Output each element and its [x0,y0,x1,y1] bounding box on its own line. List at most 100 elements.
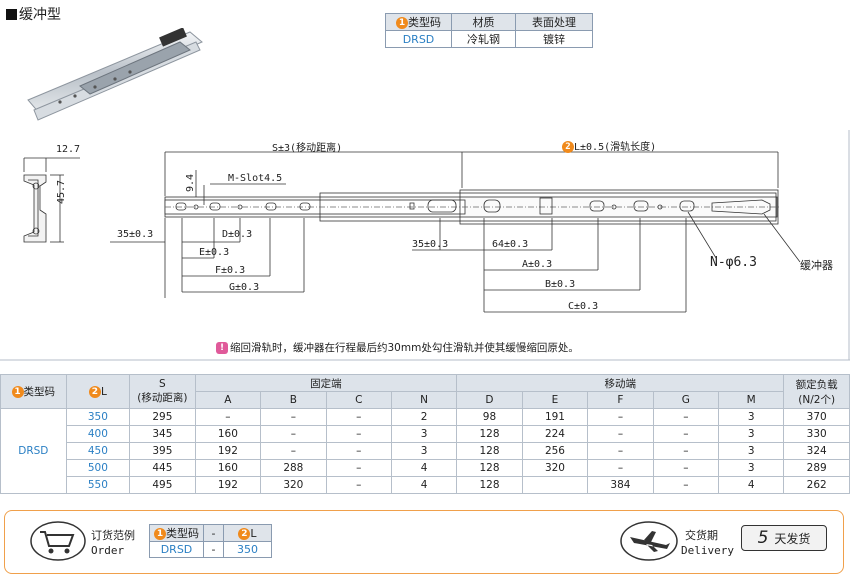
col-moving-end: 移动端 [456,374,785,392]
dim-slot: M-Slot4.5 [228,173,283,184]
buffer-label: 缓冲器 [800,259,833,272]
cell-A: 192 [194,442,262,460]
row-type-code: DRSD [0,408,67,494]
cell-D: 98 [456,408,523,426]
cell-F: 384 [587,476,654,494]
cell-load: 324 [783,442,850,460]
cell-C: – [325,442,392,460]
col-F: F [587,391,654,409]
number-1-badge: 1 [11,386,24,398]
cell-B: – [260,425,327,443]
cell-S: 495 [129,476,196,494]
cell-G: – [652,425,720,443]
cell-F: – [587,442,654,460]
dim-12-7: 12.7 [56,144,81,155]
dim-B: B±0.3 [545,279,576,290]
cell-E: 256 [521,442,589,460]
order-type-value: DRSD [149,541,204,558]
col-A: A [194,391,262,409]
cell-L: 550 [65,476,131,494]
col-S: S(移动距离) [129,374,196,409]
order-L-value: 350 [223,541,272,558]
delivery-badge: 5 天发货 [741,525,827,551]
cell-B: 288 [260,459,327,477]
material-value: 冷轧钢 [451,30,516,48]
cell-F: – [587,459,654,477]
dim-64: 64±0.3 [492,239,529,250]
dim-E: E±0.3 [199,247,230,258]
delivery-days: 5 [757,528,769,548]
number-1-badge: 1 [396,17,408,29]
cell-S: 445 [129,459,196,477]
cart-icon [30,521,86,561]
cell-load: 330 [783,425,850,443]
cell-load: 370 [783,408,850,426]
cell-G: – [652,408,720,426]
cell-M: 4 [718,476,785,494]
title-square-icon [6,8,17,20]
dim-35-left: 35±0.3 [117,229,154,240]
cell-E [521,476,589,494]
dim-stroke: S±3(移动距离) [272,143,343,154]
warning-icon: ! [216,341,228,354]
col-B: B [260,391,327,409]
dim-D: D±0.3 [222,229,253,240]
cell-L: 450 [65,442,131,460]
cell-B: – [260,408,327,426]
delivery-label-en: Delivery [681,544,734,557]
cell-C: – [325,408,392,426]
cell-G: – [652,442,720,460]
cell-E: 224 [521,425,589,443]
cell-N: 4 [390,476,458,494]
cell-B: – [260,442,327,460]
dim-45-7: 45.7 [56,179,67,204]
col-D: D [456,391,523,409]
number-2-badge: 2 [238,527,251,540]
col-E: E [521,391,589,409]
cell-E: 320 [521,459,589,477]
delivery-unit: 天发货 [774,531,811,546]
number-2-badge: 2 [562,141,574,153]
dim-G: G±0.3 [229,282,260,293]
cell-L: 500 [65,459,131,477]
cell-L: 350 [65,408,131,426]
cell-N: 3 [390,442,458,460]
cell-B: 320 [260,476,327,494]
cell-S: 295 [129,408,196,426]
dim-35-mid: 35±0.3 [412,239,449,250]
col-N: N [390,391,458,409]
material-type-code: DRSD [385,30,452,48]
order-header-dash: - [203,524,224,542]
cell-F: – [587,425,654,443]
dim-A: A±0.3 [522,259,553,270]
col-load: 额定负载(N/2个) [783,374,850,409]
holes-label: N-φ6.3 [710,255,757,270]
cell-G: – [652,459,720,477]
cell-A: 192 [194,476,262,494]
cell-A: 160 [194,425,262,443]
buffer-note: ! 缩回滑轨时，缓冲器在行程最后约30mm处勾住滑轨并使其缓慢缩回原处。 [216,340,579,355]
col-C: C [325,391,392,409]
cell-C: – [325,459,392,477]
number-1-badge: 1 [154,528,166,540]
cell-load: 262 [783,476,850,494]
page-title: 缓冲型 [6,4,61,24]
dim-9-4: 9.4 [185,173,196,192]
cell-N: 4 [390,459,458,477]
order-dash: - [203,541,224,558]
cell-S: 395 [129,442,196,460]
col-fixed-end: 固定端 [194,374,458,392]
cell-M: 3 [718,425,785,443]
cell-D: 128 [456,442,523,460]
